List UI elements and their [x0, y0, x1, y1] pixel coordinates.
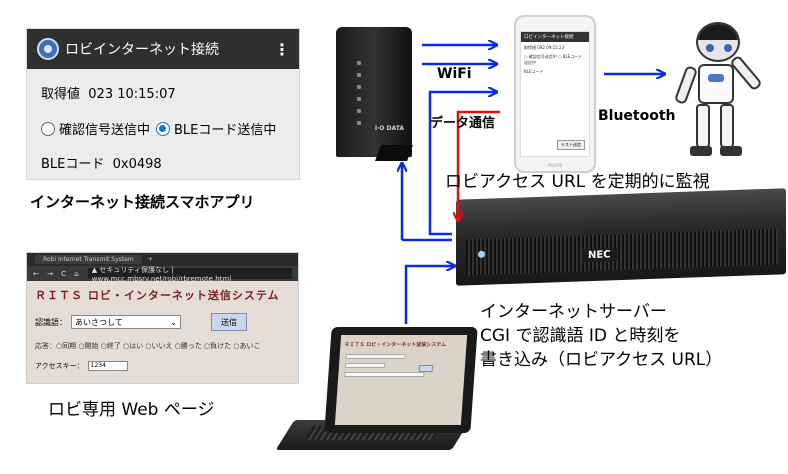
url-field[interactable]: ▲ セキュリティ保護なし | www.mcc.mbsrv.net/robi/rb… [87, 266, 292, 283]
router-leds [357, 61, 361, 133]
phone-screen: ロビインターネット接続 取得値 082 09:15:23 ○ 確認信号送信中 ○… [520, 31, 590, 157]
acquired-label: 取得値 [41, 87, 81, 102]
browser-nav-icons[interactable]: ← → C ⌂ [33, 269, 82, 278]
radio-ble-label: BLEコード送信中 [174, 123, 277, 138]
robot-right-foot [720, 146, 742, 156]
web-page-caption: ロビ専用 Web ページ [48, 400, 215, 420]
app-title: ロビインターネット接続 [65, 42, 219, 58]
wifi-label: WiFi [437, 66, 472, 82]
access-key-input[interactable]: 1234 [87, 361, 128, 371]
radio-confirm-signal[interactable] [41, 121, 55, 136]
server-description-line-1: インターネットサーバー [480, 302, 667, 322]
robot-body [698, 64, 734, 104]
server-description-line-3: 書き込み（ロビアクセス URL） [480, 350, 723, 370]
web-page-heading: ＲＩＴＳ ロビ・インターネット送信システム [35, 289, 280, 302]
send-button[interactable]: 送信 [211, 313, 247, 331]
response-row: 応答：○同期 ○開始 ○終了 ○はい ○いいえ ○勝った ○負けた ○あいこ [35, 342, 261, 350]
bluetooth-label: Bluetooth [598, 108, 676, 124]
word-form-row: 認識語： あいさつして ⌄ 送信 [35, 313, 290, 331]
overflow-menu-icon[interactable]: ⋮ [274, 39, 290, 59]
server-description-line-2: CGI で認識語 ID と時刻を [480, 326, 681, 346]
browser-address-bar: ← → C ⌂ ▲ セキュリティ保護なし | www.mcc.mbsrv.net… [27, 266, 298, 283]
app-caption: インターネット接続スマホアプリ [30, 193, 255, 211]
server-to-phone-data-arrow [428, 92, 496, 236]
web-page-screenshot: Robi Internet Transmit System + ← → C ⌂ … [26, 252, 299, 384]
monitor-url-label: ロビアクセス URL を定期的に監視 [445, 172, 710, 192]
smartphone-app-screenshot: ロビインターネット接続 ⋮ 取得値 023 10:15:07 確認信号送信中 B… [26, 28, 300, 180]
phone-line-2: ○ 確認信号送信中 ○ BLEコード送信中 [524, 54, 583, 65]
radio-ble-code[interactable] [156, 121, 171, 136]
access-key-row: アクセスキー： 1234 [35, 361, 290, 371]
browser-tab[interactable]: Robi Internet Transmit System [35, 255, 142, 264]
app-title-bar: ロビインターネット接続 ⋮ [27, 29, 299, 69]
word-label: 認識語： [35, 317, 67, 327]
acquired-value-row: 取得値 023 10:15:07 [27, 83, 176, 102]
server-description: インターネットサーバー CGI で認識語 ID と時刻を 書き込み（ロビアクセス… [480, 300, 722, 372]
phone-line-3: BLEコード [524, 69, 544, 74]
smartphone: ロビインターネット接続 取得値 082 09:15:23 ○ 確認信号送信中 ○… [514, 15, 596, 173]
access-key-label: アクセスキー： [35, 362, 84, 370]
phone-screen-title: ロビインターネット接続 [521, 32, 589, 42]
phone-test-button: テスト送信 [557, 140, 585, 150]
robi-robot [673, 14, 768, 162]
ble-code-value: 0x0498 [112, 157, 162, 172]
word-select-value: あいさつして [75, 317, 123, 327]
router-brand: I·O DATA [374, 125, 404, 132]
robi-logo-icon [37, 38, 59, 60]
wifi-router: I·O DATA [336, 27, 412, 157]
laptop-to-server-arrow [404, 266, 454, 324]
phone-poll-server-arrow [458, 110, 500, 220]
mode-radio-group: 確認信号送信中 BLEコード送信中 [27, 119, 282, 138]
new-tab-icon[interactable]: + [147, 256, 153, 263]
ble-code-label: BLEコード [41, 157, 105, 172]
data-communication-label: データ通信 [430, 116, 496, 131]
acquired-value: 023 10:15:07 [88, 87, 176, 102]
radio-confirm-label: 確認信号送信中 [59, 123, 151, 138]
phone-brand: AQUOS [547, 163, 563, 168]
web-page-content: ＲＩＴＳ ロビ・インターネット送信システム 認識語： あいさつして ⌄ 送信 応… [27, 281, 298, 383]
ble-code-row: BLEコード 0x0498 [27, 153, 162, 172]
phone-line-1: 取得値 082 09:15:23 [524, 45, 565, 50]
word-select[interactable]: あいさつして ⌄ [71, 315, 181, 329]
chevron-down-icon: ⌄ [170, 317, 177, 327]
robot-head [696, 22, 740, 62]
browser-tab-strip: Robi Internet Transmit System + [27, 253, 298, 266]
robot-left-foot [690, 146, 712, 156]
